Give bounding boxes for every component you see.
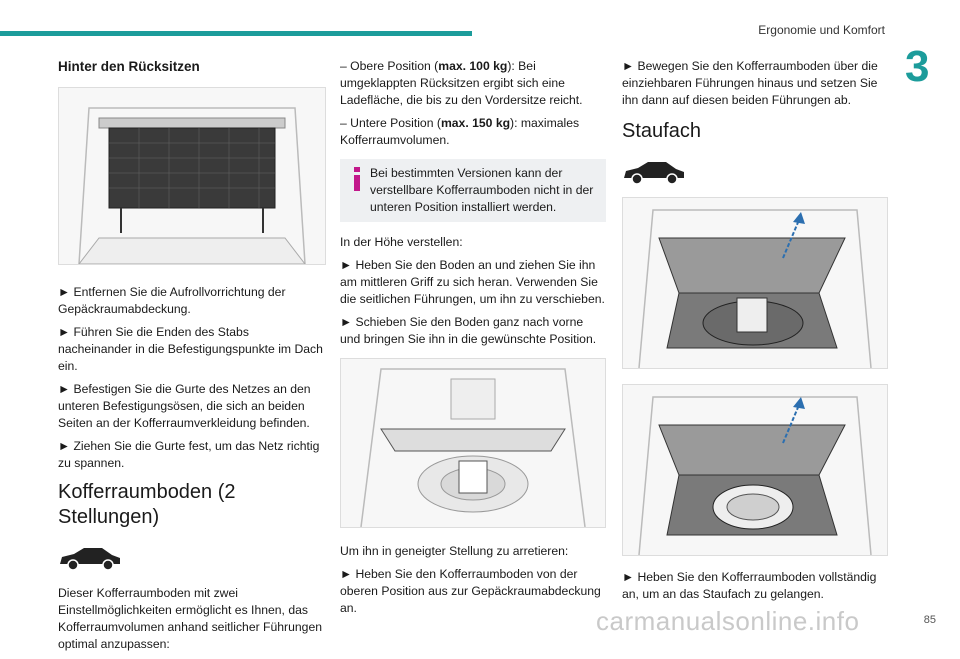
- position-lower: – Untere Position (max. 150 kg): maximal…: [340, 116, 580, 147]
- step-text: ► Führen Sie die Enden des Stabs nachein…: [58, 325, 323, 373]
- intro-text: Dieser Kofferraumboden mit zwei Einstell…: [58, 586, 322, 651]
- step-text: ► Entfernen Sie die Aufrollvorrichtung d…: [58, 285, 286, 316]
- lock-title: Um ihn in geneigter Stellung zu arretier…: [340, 544, 569, 558]
- step-text: ► Bewegen Sie den Kofferraumboden über d…: [622, 59, 878, 107]
- section-heading: Kofferraumboden (2 Stellungen): [58, 481, 236, 528]
- car-icon: [624, 162, 684, 185]
- step-text: ► Heben Sie den Kofferraumboden von der …: [340, 567, 601, 615]
- header-title: Ergonomie und Komfort: [758, 23, 885, 37]
- adjust-title: In der Höhe verstellen:: [340, 235, 463, 249]
- storage-compartment-illustration-1: [622, 197, 888, 369]
- step-text: ► Schieben Sie den Boden ganz nach vorne…: [340, 315, 597, 346]
- step-text: ► Befestigen Sie die Gurte des Netzes an…: [58, 382, 311, 430]
- step-text: ► Heben Sie den Kofferraumboden vollstän…: [622, 570, 877, 601]
- section-heading: Staufach: [622, 120, 701, 142]
- page-number: 85: [923, 614, 936, 626]
- car-icon: [60, 548, 120, 571]
- storage-compartment-illustration-2: [622, 384, 888, 556]
- info-text: Bei bestimmten Versionen kann der verste…: [370, 166, 594, 214]
- chapter-number: 3: [905, 42, 930, 91]
- info-box: Bei bestimmten Versionen kann der verste…: [340, 159, 606, 222]
- section-subtitle: Hinter den Rücksitzen: [58, 59, 200, 74]
- column-3: ► Bewegen Sie den Kofferraumboden über d…: [622, 58, 888, 609]
- column-1: Hinter den Rücksitzen ► Entfernen Sie di…: [58, 58, 326, 659]
- step-text: ► Ziehen Sie die Gurte fest, um das Netz…: [58, 439, 320, 470]
- luggage-net-illustration: [58, 87, 326, 265]
- position-upper: – Obere Position (max. 100 kg): Bei umge…: [340, 59, 583, 107]
- trunk-floor-illustration: [340, 358, 606, 528]
- column-2: – Obere Position (max. 100 kg): Bei umge…: [340, 58, 606, 623]
- step-text: ► Heben Sie den Boden an und ziehen Sie …: [340, 258, 605, 306]
- header-accent-bar: [0, 31, 472, 36]
- watermark: carmanualsonline.info: [596, 606, 860, 636]
- info-icon: [354, 167, 360, 191]
